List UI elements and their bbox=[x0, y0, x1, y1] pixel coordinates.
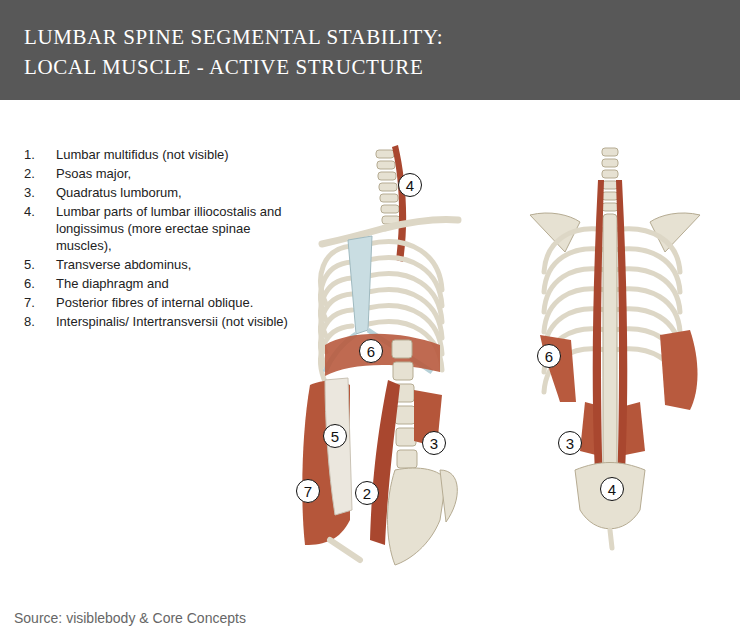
item-number: 5. bbox=[24, 256, 56, 273]
callout-circle: 6 bbox=[537, 344, 561, 368]
item-number: 1. bbox=[24, 146, 56, 163]
muscle-name: Lumbar multifidus (not visible) bbox=[56, 146, 292, 163]
callout-circle: 6 bbox=[359, 339, 383, 363]
callout-number: 4 bbox=[406, 178, 414, 193]
callout-number: 3 bbox=[430, 436, 438, 451]
callout-number: 2 bbox=[363, 486, 371, 501]
list-row: 3.Quadratus lumborum, bbox=[24, 184, 304, 201]
list-row: 7.Posterior fibres of internal oblique. bbox=[24, 294, 304, 311]
muscle-list: 1.Lumbar multifidus (not visible)2.Psoas… bbox=[24, 146, 304, 332]
back-skeleton bbox=[530, 148, 700, 548]
list-row: 5.Transverse abdominus, bbox=[24, 256, 304, 273]
source-caption: Source: visiblebody & Core Concepts bbox=[14, 610, 246, 626]
callout-circle: 4 bbox=[398, 173, 422, 197]
item-number: 6. bbox=[24, 275, 56, 292]
muscle-name: Quadratus lumborum, bbox=[56, 184, 292, 201]
front-skeleton bbox=[302, 145, 458, 565]
list-row: 4.Lumbar parts of lumbar illiocostalis a… bbox=[24, 203, 304, 254]
callout-number: 4 bbox=[608, 482, 616, 497]
list-row: 1.Lumbar multifidus (not visible) bbox=[24, 146, 304, 163]
callout-circle: 3 bbox=[422, 431, 446, 455]
muscle-name: The diaphragm and bbox=[56, 275, 292, 292]
title-text: LUMBAR SPINE SEGMENTAL STABILITY: LOCAL … bbox=[24, 22, 494, 82]
item-number: 8. bbox=[24, 313, 56, 330]
item-number: 7. bbox=[24, 294, 56, 311]
item-number: 3. bbox=[24, 184, 56, 201]
muscle-name: Lumbar parts of lumbar illiocostalis and… bbox=[56, 203, 292, 254]
muscle-name: Psoas major, bbox=[56, 165, 292, 182]
title-bar: LUMBAR SPINE SEGMENTAL STABILITY: LOCAL … bbox=[0, 0, 740, 100]
muscle-name: Posterior fibres of internal oblique. bbox=[56, 294, 292, 311]
list-row: 2.Psoas major, bbox=[24, 165, 304, 182]
callout-circle: 2 bbox=[355, 481, 379, 505]
list-row: 6.The diaphragm and bbox=[24, 275, 304, 292]
callout-circle: 7 bbox=[296, 479, 320, 503]
item-number: 4. bbox=[24, 203, 56, 254]
list-row: 8.Interspinalis/ Intertransversii (not v… bbox=[24, 313, 304, 330]
callout-circle: 3 bbox=[558, 431, 582, 455]
callout-number: 5 bbox=[331, 429, 339, 444]
callout-number: 3 bbox=[566, 436, 574, 451]
callout-number: 6 bbox=[367, 344, 375, 359]
callout-number: 6 bbox=[545, 349, 553, 364]
muscle-name: Transverse abdominus, bbox=[56, 256, 292, 273]
callout-circle: 5 bbox=[323, 424, 347, 448]
muscle-name: Interspinalis/ Intertransversii (not vis… bbox=[56, 313, 292, 330]
item-number: 2. bbox=[24, 165, 56, 182]
callout-circle: 4 bbox=[600, 477, 624, 501]
callout-number: 7 bbox=[304, 484, 312, 499]
